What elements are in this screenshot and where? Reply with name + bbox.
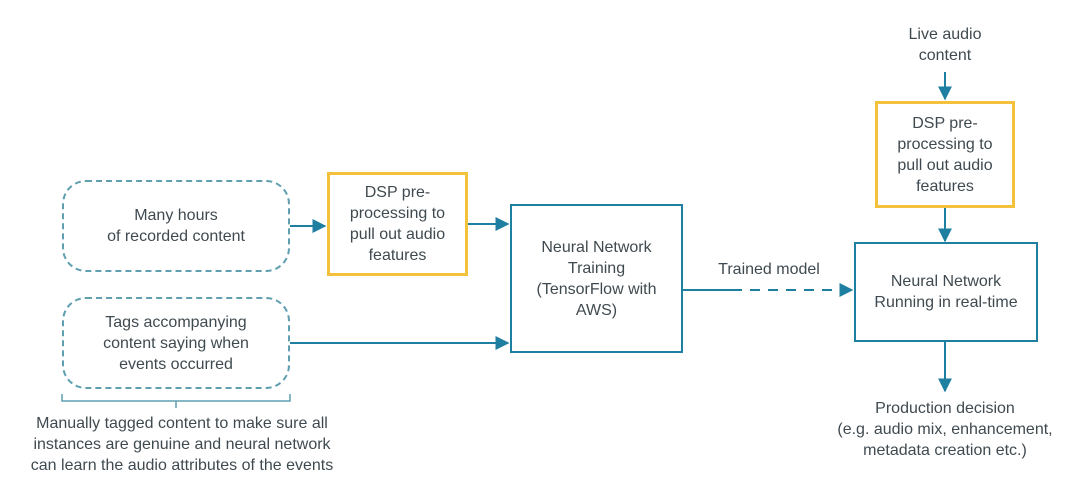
manual-tagging-note: Manually tagged content to make sure all… [30, 415, 334, 474]
trained-model-label: Trained model [718, 261, 820, 278]
production-decision-label: Production decision (e.g. audio mix, enh… [837, 400, 1053, 459]
live-audio-label: Live audio content [908, 26, 982, 64]
nn-training-node: Neural Network Training (TensorFlow with… [510, 204, 683, 353]
dsp-live-label: DSP pre- processing to pull out audio fe… [897, 114, 993, 195]
nn-realtime-node: Neural Network Running in real-time [854, 242, 1038, 342]
tags-node: Tags accompanying content saying when ev… [62, 297, 290, 389]
nn-training-label: Neural Network Training (TensorFlow with… [536, 238, 657, 319]
dsp-live-node: DSP pre- processing to pull out audio fe… [875, 101, 1015, 208]
recorded-content-label: Many hours of recorded content [107, 207, 245, 245]
nn-realtime-label: Neural Network Running in real-time [874, 273, 1018, 311]
tags-label: Tags accompanying content saying when ev… [103, 313, 249, 373]
recorded-content-node: Many hours of recorded content [62, 180, 290, 272]
dsp-training-node: DSP pre- processing to pull out audio fe… [327, 172, 468, 276]
manual-tagging-bracket [61, 394, 291, 408]
dsp-training-label: DSP pre- processing to pull out audio fe… [349, 184, 446, 264]
